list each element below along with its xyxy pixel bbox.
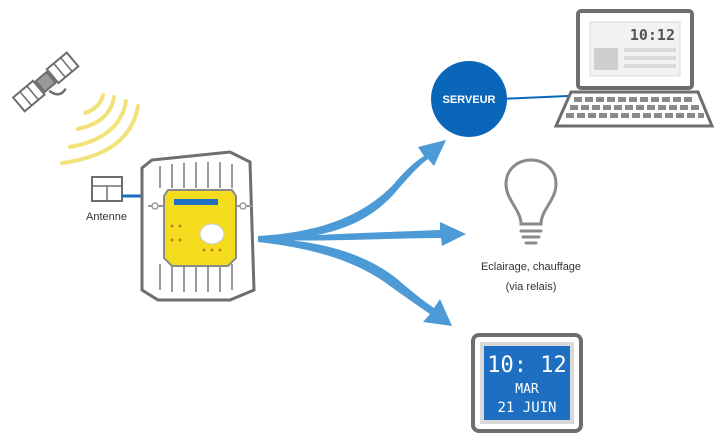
signal-waves-icon	[60, 93, 140, 165]
clock-day: MAR	[515, 382, 539, 397]
antenna-label: Antenne	[86, 211, 127, 223]
receiver-device-icon	[140, 150, 256, 302]
lighting-label-line2: (via relais)	[505, 281, 557, 293]
digital-clock-icon: 10: 12 MAR 21 JUIN	[471, 333, 583, 433]
laptop-icon: 10:12	[553, 9, 715, 128]
clock-time: 10: 12	[487, 353, 566, 378]
antenna-icon	[91, 176, 144, 202]
server-label: SERVEUR	[443, 94, 496, 106]
laptop-time: 10:12	[630, 26, 675, 44]
clock-date: 21 JUIN	[497, 400, 556, 416]
arrow-to-clock	[258, 238, 452, 326]
arrow-to-lighting	[258, 222, 466, 246]
server-icon: SERVEUR	[431, 61, 569, 137]
arrow-to-server	[258, 140, 446, 240]
distribution-arrows	[258, 140, 466, 326]
satellite-icon	[11, 51, 80, 113]
lighting-label-line1: Eclairage, chauffage	[480, 261, 582, 273]
light-bulb-icon	[504, 158, 558, 245]
